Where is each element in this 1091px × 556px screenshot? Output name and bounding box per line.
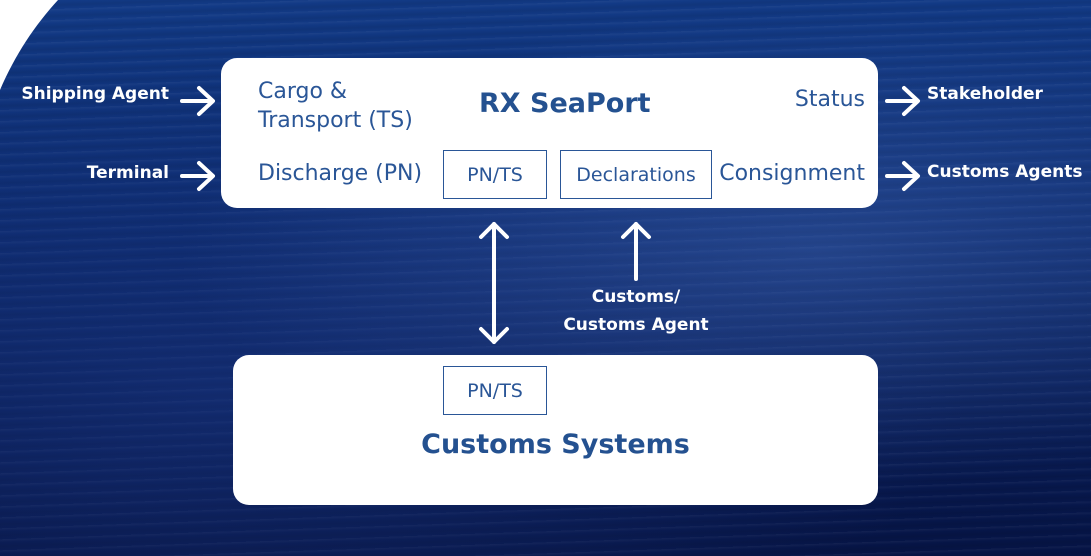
customs-agents-label: Customs Agents: [927, 162, 1083, 182]
customs-systems-box: PN/TS Customs Systems: [233, 355, 878, 505]
pnts-box-top: PN/TS: [443, 150, 547, 199]
customs-label-line2: Customs Agent: [563, 315, 709, 335]
customs-label-line1: Customs/: [591, 287, 681, 307]
arrow-customs-agents-icon: [885, 161, 920, 191]
double-arrow-pnts-icon: [479, 222, 509, 344]
arrow-shipping-agent-icon: [180, 86, 215, 116]
cargo-label-line1: Cargo &: [258, 79, 348, 104]
rx-seaport-title: RX SeaPort: [479, 88, 651, 119]
cargo-label-line2: Transport (TS): [258, 108, 413, 133]
rx-seaport-box: Cargo & Transport (TS) RX SeaPort Status…: [221, 58, 878, 208]
arrow-declarations-up-icon: [621, 222, 651, 281]
arrow-stakeholder-icon: [885, 86, 920, 116]
declarations-box: Declarations: [560, 150, 712, 199]
discharge-label: Discharge (PN): [258, 161, 423, 186]
consignment-label: Consignment: [719, 161, 865, 186]
terminal-label: Terminal: [86, 163, 169, 183]
stakeholder-label: Stakeholder: [927, 84, 1043, 104]
arrow-terminal-icon: [180, 161, 215, 191]
shipping-agent-label: Shipping Agent: [21, 84, 169, 104]
customs-systems-title: Customs Systems: [421, 429, 690, 460]
pnts-box-bottom: PN/TS: [443, 366, 547, 415]
status-label: Status: [794, 87, 865, 112]
